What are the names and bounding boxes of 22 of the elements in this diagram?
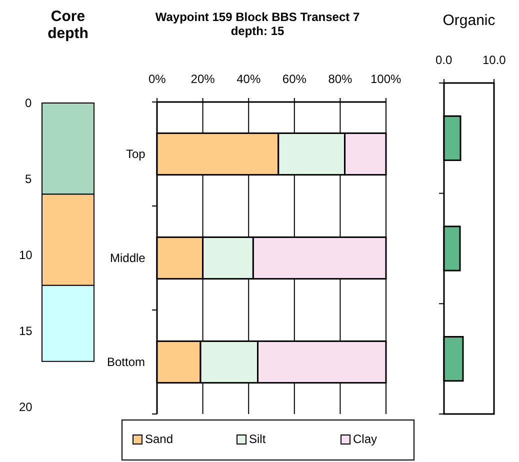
axis-tick-label: 80% bbox=[328, 72, 352, 86]
category-label: Top bbox=[126, 147, 146, 161]
chart-title: Core depth bbox=[46, 8, 90, 42]
axis-tick-label: 60% bbox=[282, 72, 306, 86]
axis-tick-label: 0% bbox=[148, 72, 166, 86]
axis-tick-label: 100% bbox=[370, 72, 402, 86]
axis-tick-label: 5 bbox=[25, 172, 32, 186]
axis-tick-label: 10.0 bbox=[482, 53, 506, 67]
chart-title: Organic bbox=[442, 12, 496, 29]
axis-tick-label: 0.0 bbox=[436, 53, 452, 67]
legend-label: Sand bbox=[145, 432, 174, 446]
axis-tick-label: 0 bbox=[25, 96, 32, 110]
axis-tick-label: 15 bbox=[19, 324, 32, 338]
axis-tick-label: 10 bbox=[19, 248, 32, 262]
legend-label: Silt bbox=[249, 432, 266, 446]
category-label: Bottom bbox=[107, 355, 146, 369]
axis-tick-label: 20 bbox=[19, 400, 32, 414]
axis-tick-label: 40% bbox=[236, 72, 261, 86]
legend-label: Clay bbox=[353, 432, 378, 446]
axis-tick-label: 20% bbox=[190, 72, 215, 86]
chart-title: Waypoint 159 Block BBS Transect 7 depth: 15 bbox=[154, 10, 361, 38]
category-label: Middle bbox=[110, 251, 146, 265]
